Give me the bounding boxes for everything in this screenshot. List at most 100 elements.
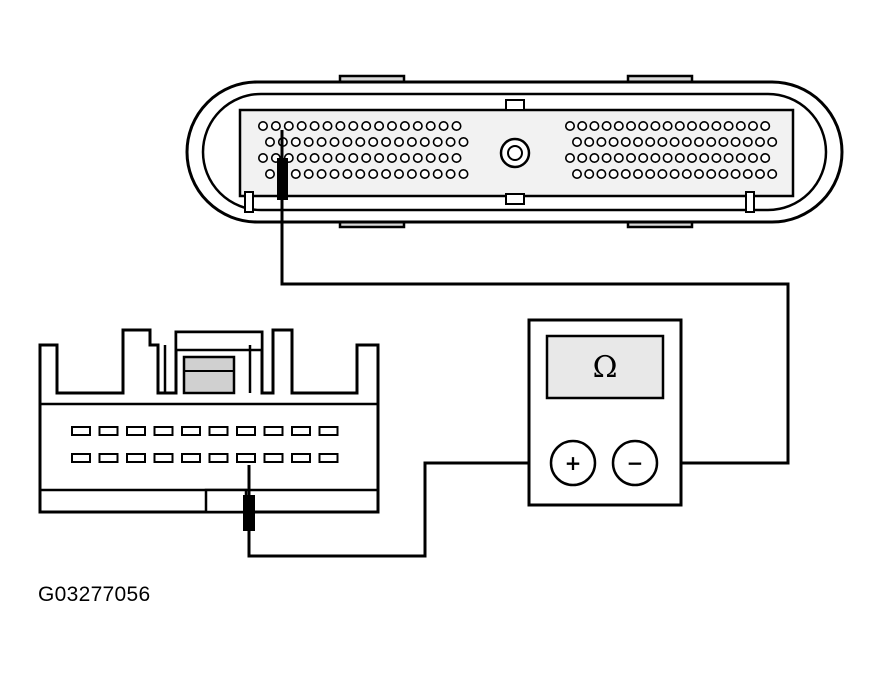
pcm-pin-hole — [399, 153, 410, 164]
ohmmeter-positive-symbol: + — [565, 451, 582, 475]
pcm-pin-hole — [693, 169, 704, 180]
pcm-pin-hole — [445, 137, 456, 148]
ohmmeter-positive-jack — [549, 439, 597, 487]
pcm-pin-hole — [650, 121, 661, 132]
pcm-pin-hole — [451, 121, 462, 132]
pcm-pin-hole — [608, 137, 619, 148]
pcm-pin-hole — [290, 169, 301, 180]
harness-lock-housing — [174, 330, 264, 352]
pcm-pin-hole — [601, 153, 612, 164]
pcm-pin-hole — [632, 137, 643, 148]
pcm-pin-hole — [657, 137, 668, 148]
pcm-pin-hole — [374, 121, 385, 132]
pcm-pin-holes — [257, 121, 778, 180]
pcm-pin-hole — [650, 153, 661, 164]
pcm-pin-hole — [589, 121, 600, 132]
pcm-connector — [185, 74, 844, 229]
pcm-center-bolt-inner — [507, 145, 523, 161]
pcm-pin-hole — [425, 121, 436, 132]
harness-pin-cavity — [153, 453, 174, 463]
lead-harness-to-positive — [247, 461, 551, 558]
harness-pin-cavity — [98, 453, 119, 463]
pcm-pin-hole — [564, 121, 575, 132]
pcm-pin-hole — [303, 137, 314, 148]
pcm-pin-hole — [596, 169, 607, 180]
pcm-pin-hole — [412, 153, 423, 164]
harness-pin-cavity — [71, 453, 91, 463]
harness-ledge-notch — [204, 488, 248, 514]
figure-reference-code: G03277056 — [38, 583, 151, 606]
pcm-pin-hole — [601, 121, 612, 132]
pcm-pin-hole — [754, 137, 765, 148]
pcm-pin-hole — [257, 121, 268, 132]
pcm-pin-hole — [760, 153, 771, 164]
ohmmeter-negative-jack — [611, 439, 659, 487]
pcm-pin-hole — [322, 121, 333, 132]
ohmmeter: Ω + − — [527, 318, 683, 507]
pcm-pin-hole — [589, 153, 600, 164]
pcm-pin-hole — [686, 121, 697, 132]
pcm-pin-hole — [458, 137, 469, 148]
pcm-pin-hole — [699, 153, 710, 164]
pcm-pin-hole — [309, 153, 320, 164]
pcm-pin-hole — [613, 153, 624, 164]
pcm-pin-hole — [451, 153, 462, 164]
pcm-pin-hole — [303, 169, 314, 180]
pcm-pin-hole — [662, 153, 673, 164]
pcm-pin-hole — [638, 153, 649, 164]
pcm-pin-hole — [399, 121, 410, 132]
pcm-pin-hole — [681, 137, 692, 148]
ohmmeter-display — [545, 334, 665, 400]
pcm-pin-hole — [571, 137, 582, 148]
pcm-pin-hole — [711, 121, 722, 132]
pcm-pin-hole — [577, 121, 588, 132]
harness-probe-body — [243, 495, 255, 531]
pcm-pin-hole — [406, 169, 417, 180]
harness-pin-cavity — [208, 426, 229, 436]
pcm-pin-hole — [711, 153, 722, 164]
harness-pin-cavity — [126, 453, 146, 463]
pcm-pin-hole — [767, 137, 778, 148]
pcm-pin-hole — [296, 153, 307, 164]
harness-pin-cavity — [71, 426, 91, 436]
pcm-pin-hole — [348, 153, 359, 164]
harness-pin-cavity — [208, 453, 229, 463]
pcm-pin-hole — [458, 169, 469, 180]
pcm-pin-hole — [296, 121, 307, 132]
pcm-pin-hole — [432, 137, 443, 148]
pcm-pin-hole — [438, 153, 449, 164]
pcm-pin-hole — [754, 169, 765, 180]
harness-pin-cavity — [153, 426, 174, 436]
pcm-pin-hole — [686, 153, 697, 164]
harness-pin-cavity — [181, 453, 201, 463]
pcm-pin-hole — [564, 153, 575, 164]
pcm-pin-hole — [316, 169, 327, 180]
pcm-pin-hole — [681, 169, 692, 180]
harness-pin-cavity — [291, 453, 311, 463]
pcm-pin-hole — [662, 121, 673, 132]
ohmmeter-display-symbol: Ω — [593, 350, 618, 385]
pcm-pin-hole — [706, 169, 717, 180]
pcm-pin-hole — [620, 137, 631, 148]
pcm-pin-hole — [735, 121, 746, 132]
pcm-pin-hole — [335, 121, 346, 132]
pcm-test-probe — [277, 130, 288, 200]
pcm-pin-hole — [290, 137, 301, 148]
pcm-pin-hole — [355, 137, 366, 148]
harness-pin-cavity — [236, 453, 256, 463]
harness-pin-cavity — [263, 453, 284, 463]
pcm-pin-hole — [368, 137, 379, 148]
pcm-pin-hole — [699, 121, 710, 132]
harness-connector — [38, 328, 380, 514]
pcm-pin-hole — [620, 169, 631, 180]
pcm-pin-hole — [355, 169, 366, 180]
pcm-pin-hole — [760, 121, 771, 132]
pcm-pin-hole — [386, 153, 397, 164]
pcm-pin-hole — [730, 169, 741, 180]
pcm-post-right — [745, 191, 755, 213]
pcm-pin-hole — [386, 121, 397, 132]
pcm-pin-hole — [723, 153, 734, 164]
pcm-pin-hole — [393, 137, 404, 148]
pcm-pin-hole — [361, 153, 372, 164]
pcm-pin-hole — [669, 137, 680, 148]
